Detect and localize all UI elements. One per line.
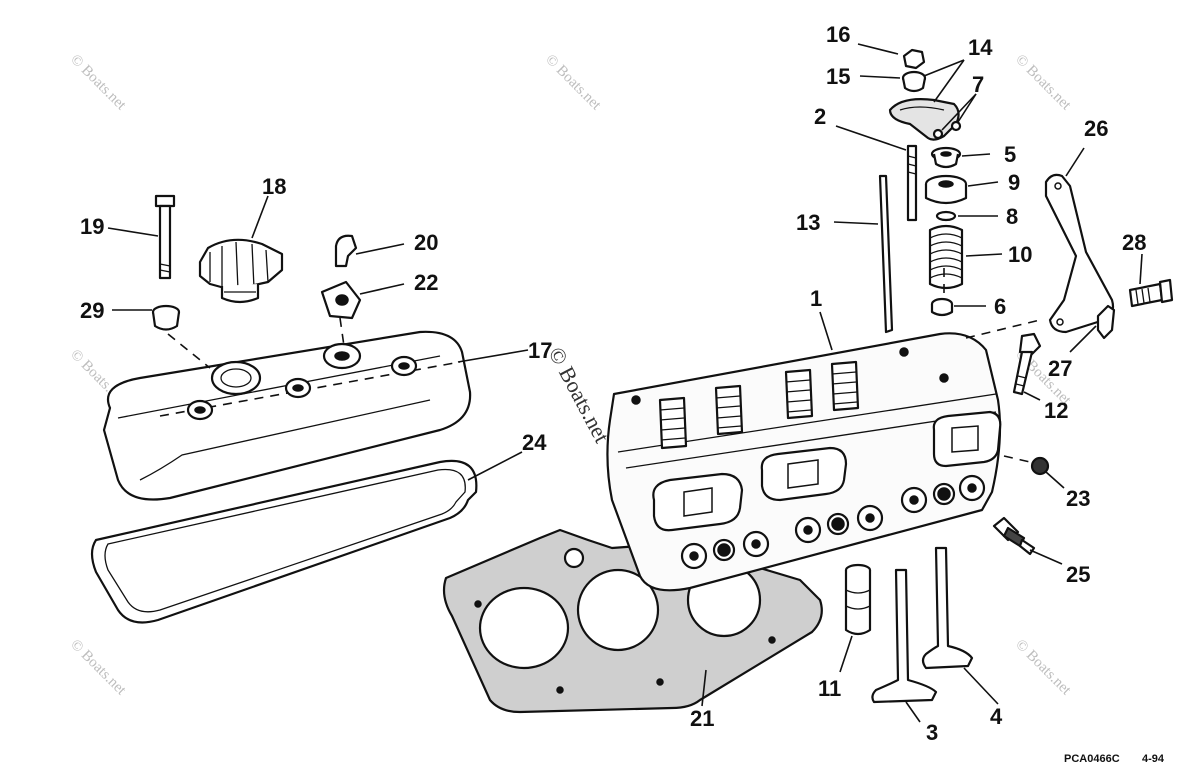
part-26-lifting-bracket [1044, 173, 1115, 334]
valve-spring-set [658, 360, 860, 450]
callout-7: 7 [972, 72, 984, 97]
callout-16: 16 [826, 22, 850, 47]
callout-17: 17 [528, 338, 552, 363]
reference-code: PCA0466C [1064, 753, 1120, 765]
watermark: © Boats.net [1012, 52, 1074, 114]
part-6-valve-seal [930, 297, 954, 317]
part-17-rocker-cover [102, 330, 472, 501]
callout-29: 29 [80, 298, 104, 323]
leader-lines [107, 43, 1143, 723]
part-20-elbow-fitting [334, 234, 358, 268]
part-28-bolt [1128, 278, 1174, 308]
callout-2: 2 [814, 104, 826, 129]
callout-14: 14 [968, 35, 993, 60]
part-4-exhaust-valve [921, 546, 974, 670]
watermark: © Boats.net [67, 52, 129, 114]
callout-12: 12 [1044, 398, 1068, 423]
callout-3: 3 [926, 720, 938, 745]
watermark: © Boats.net [1012, 637, 1074, 699]
part-12-head-bolt [1012, 332, 1042, 396]
callout-5: 5 [1004, 142, 1016, 167]
callout-10: 10 [1008, 242, 1032, 267]
watermark: © Boats.net [67, 637, 129, 699]
part-16-nut [902, 48, 926, 70]
callout-18: 18 [262, 174, 286, 199]
part-9-spring-retainer [924, 174, 968, 205]
callout-25: 25 [1066, 562, 1090, 587]
part-8-o-ring [935, 210, 957, 222]
center-watermark: © Boats.net [544, 343, 615, 447]
callout-11: 11 [818, 676, 841, 701]
callout-24: 24 [522, 430, 547, 455]
callout-26: 26 [1084, 116, 1108, 141]
part-5-valve-cap [930, 146, 962, 169]
part-10-valve-spring [928, 224, 964, 290]
callout-1: 1 [810, 286, 822, 311]
part-25-temperature-sender [992, 516, 1036, 556]
revision-code: 4-94 [1142, 753, 1165, 765]
part-2-rocker-stud [906, 144, 918, 222]
callout-8: 8 [1006, 204, 1018, 229]
part-23-plug [1030, 456, 1050, 476]
part-14-rocker-arm [888, 98, 960, 141]
part-18-oil-filler-cap [198, 238, 284, 304]
part-15-pivot-ball [901, 70, 927, 93]
part-22-grommet [320, 280, 362, 320]
part-27-clip [1096, 304, 1116, 340]
callout-27: 27 [1048, 356, 1072, 381]
part-29-grommet [151, 304, 181, 331]
callout-9: 9 [1008, 170, 1020, 195]
part-19-bolt [154, 194, 176, 280]
callout-labels: 16 14 15 7 2 26 5 18 9 13 19 8 20 28 10 … [80, 22, 1146, 745]
callout-21: 21 [690, 706, 714, 731]
part-13-pushrod [878, 174, 894, 334]
part-24-rocker-cover-gasket [90, 459, 478, 624]
part-11-hydraulic-lifter [844, 563, 872, 636]
callout-22: 22 [414, 270, 438, 295]
callout-20: 20 [414, 230, 438, 255]
callout-23: 23 [1066, 486, 1090, 511]
part-1-cylinder-head [606, 332, 1002, 592]
callout-13: 13 [796, 210, 820, 235]
callout-6: 6 [994, 294, 1006, 319]
callout-4: 4 [990, 704, 1003, 729]
callout-28: 28 [1122, 230, 1146, 255]
part-7-valve-keys [932, 120, 962, 140]
callout-15: 15 [826, 64, 850, 89]
callout-19: 19 [80, 214, 104, 239]
part-3-intake-valve [871, 568, 938, 704]
watermark: © Boats.net [542, 52, 604, 114]
